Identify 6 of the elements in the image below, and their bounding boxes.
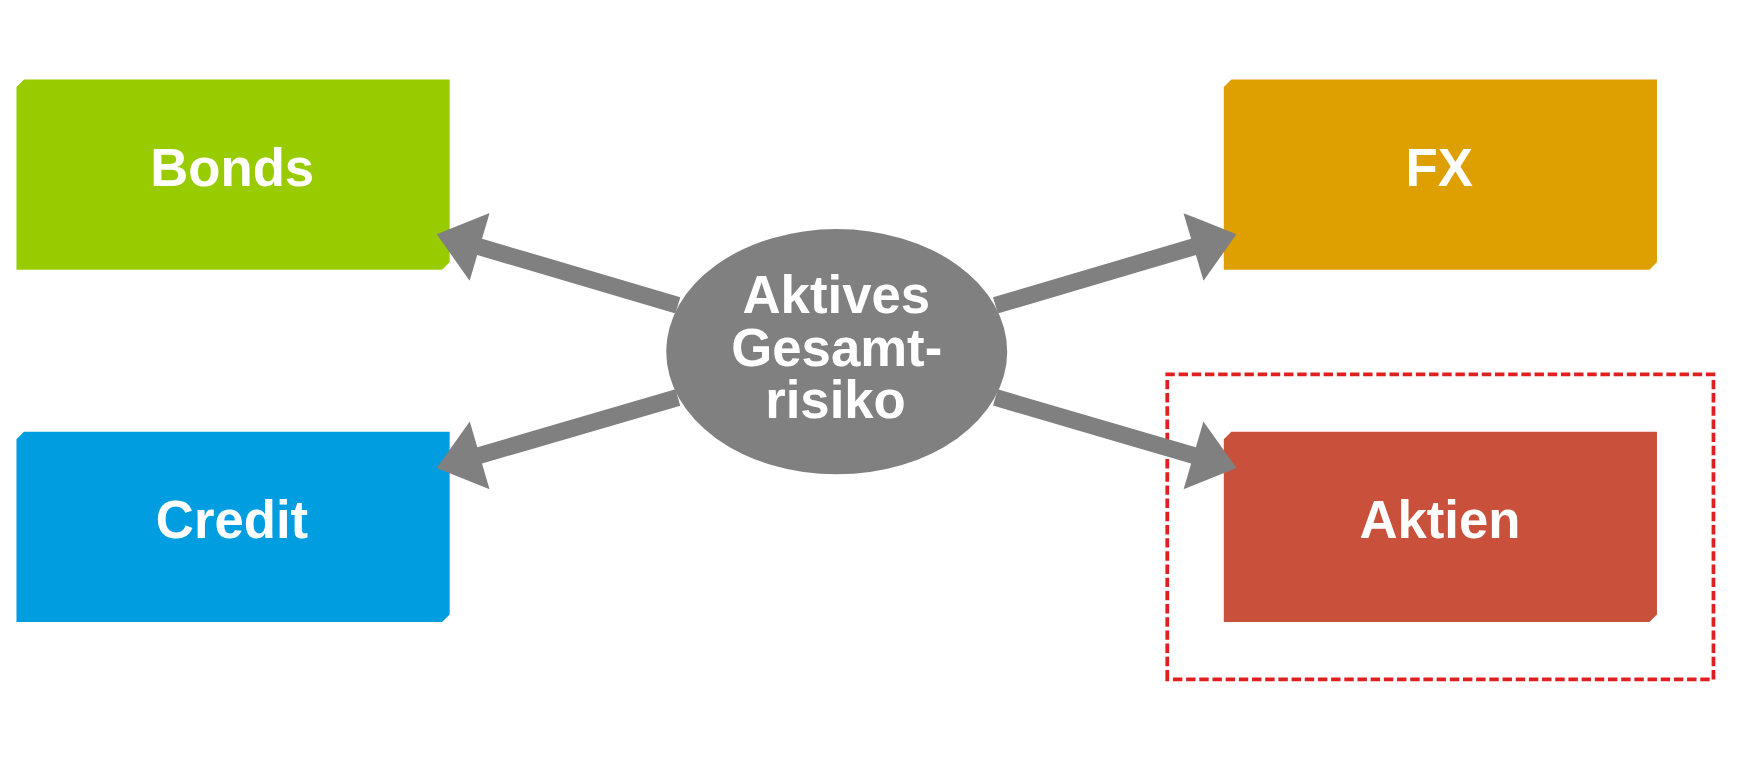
node-ellipse: Aktives Gesamt- risiko [666,228,1008,474]
arrow [993,212,1237,314]
cluster [1165,371,1716,681]
arrow [436,212,681,313]
arrow [436,388,681,489]
arrow [993,388,1237,489]
